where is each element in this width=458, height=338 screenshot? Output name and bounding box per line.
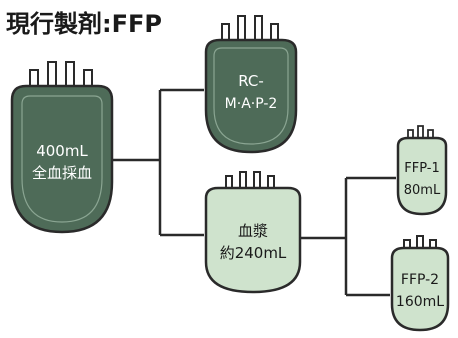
whole-blood-volume-label: 400mL <box>36 142 88 160</box>
ffp1-label-line2: 80mL <box>404 183 441 198</box>
ffp1-label-line1: FFP-1 <box>404 161 439 176</box>
ffp2-label-line2: 160mL <box>396 294 444 310</box>
rc-map-label-line1: RC- <box>238 72 264 90</box>
connecting-lines <box>108 88 396 297</box>
bag-plasma: 血漿 約240mL <box>204 171 302 294</box>
ffp2-label-line1: FFP-2 <box>401 272 439 288</box>
bag-whole-blood: 400mL 全血採血 <box>10 61 114 234</box>
whole-blood-type-label: 全血採血 <box>32 164 92 182</box>
plasma-label-line1: 血漿 <box>238 222 268 240</box>
bag-rc-map: RC- M·A·P-2 <box>204 15 298 154</box>
diagram-title: 現行製剤:FFP <box>6 10 162 38</box>
bag-ffp-2: FFP-2 160mL <box>390 235 450 332</box>
plasma-label-line2: 約240mL <box>220 244 287 262</box>
rc-map-label-line2: M·A·P-2 <box>225 96 278 112</box>
bag-ffp-1: FFP-1 80mL <box>396 125 448 216</box>
